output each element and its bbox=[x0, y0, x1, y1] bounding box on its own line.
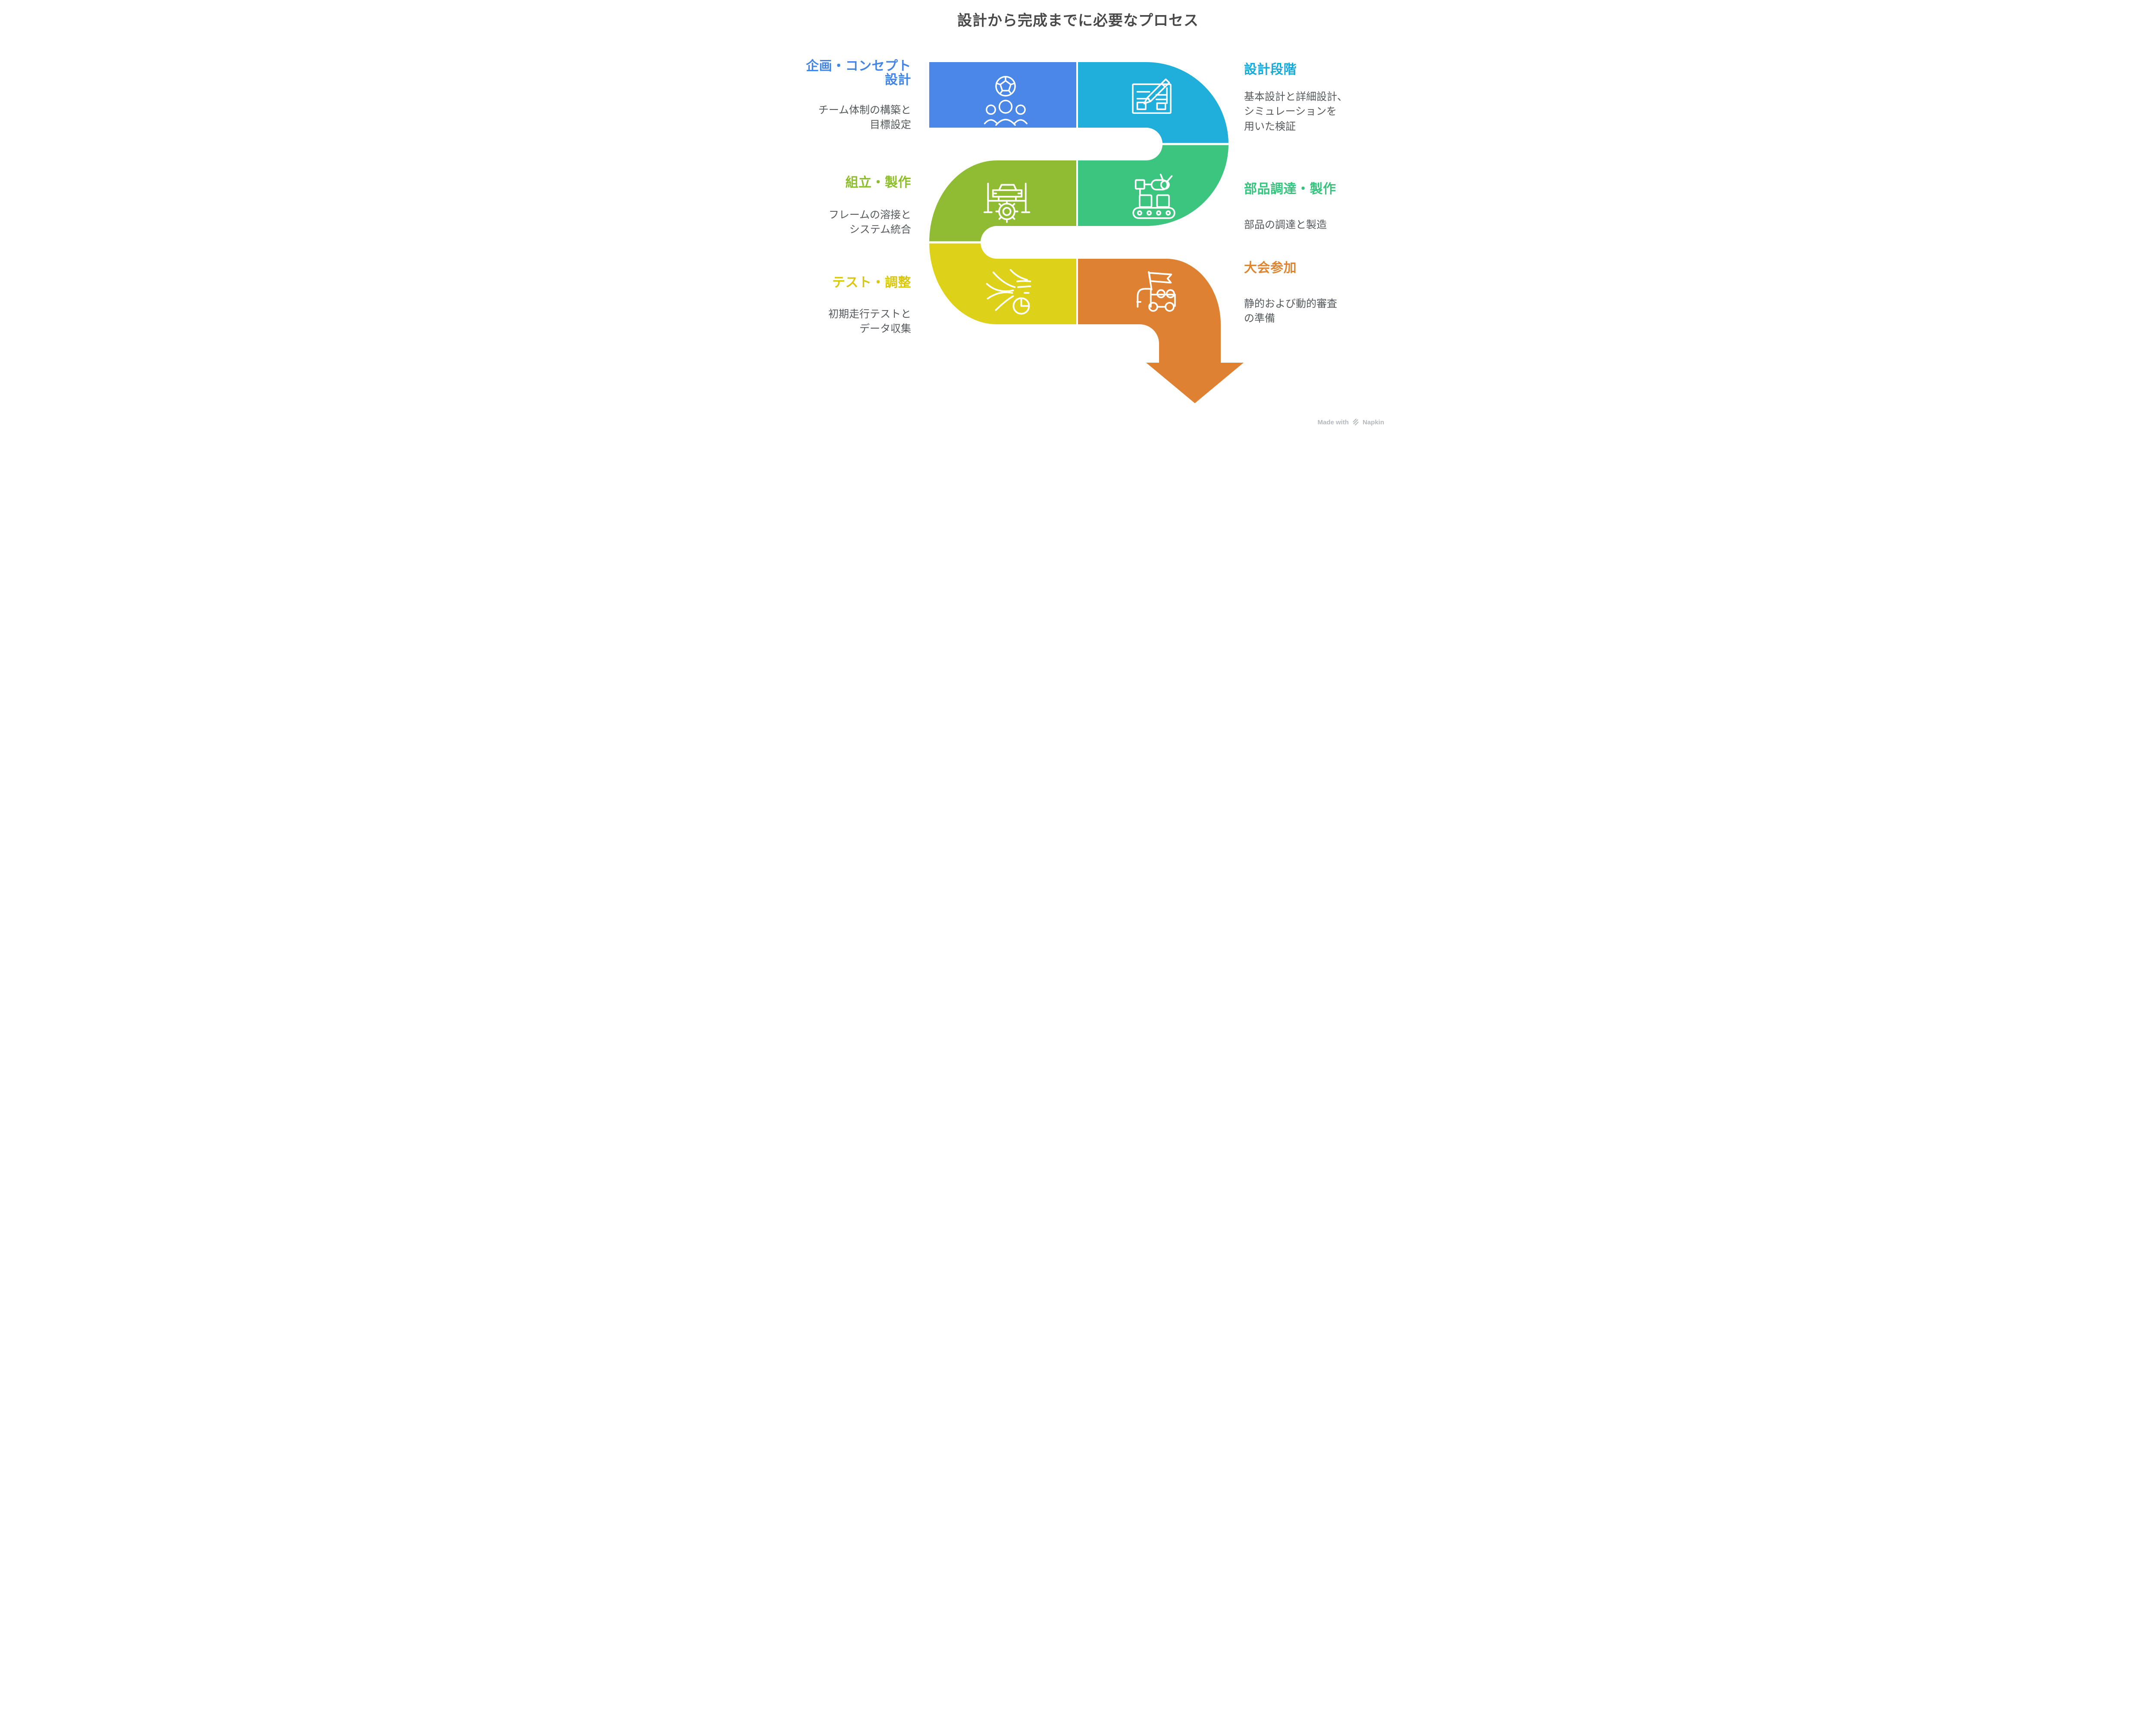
step-description: 初期走行テストと データ収集 bbox=[828, 308, 911, 335]
process-snake-diagram bbox=[927, 62, 1244, 403]
page-title: 設計から完成までに必要なプロセス bbox=[957, 13, 1199, 29]
watermark-brand: Napkin bbox=[1362, 418, 1384, 426]
blueprint-pencil-icon bbox=[1132, 78, 1172, 114]
step-title: 設計段階 bbox=[1244, 63, 1297, 77]
infographic-page: 設計から完成までに必要なプロセス bbox=[755, 0, 1401, 431]
step-description: フレームの溶接と システム統合 bbox=[828, 209, 911, 236]
step-title: 企画・コンセプト 設計 bbox=[806, 59, 911, 88]
truck-flag-icon bbox=[1136, 271, 1176, 312]
step-description: チーム体制の構築と 目標設定 bbox=[818, 104, 911, 131]
step-title: テスト・調整 bbox=[832, 276, 911, 290]
aerodynamics-wind-icon bbox=[986, 269, 1031, 315]
step-title: 部品調達・製作 bbox=[1244, 182, 1336, 196]
step-label-design-phase: 設計段階 基本設計と詳細設計、 シミュレーションを 用いた検証 bbox=[1244, 55, 1386, 142]
step-description: 基本設計と詳細設計、 シミュレーションを 用いた検証 bbox=[1244, 91, 1348, 132]
step-label-testing-tuning: テスト・調整 初期走行テストと データ収集 bbox=[765, 268, 911, 345]
step-title: 組立・製作 bbox=[845, 176, 911, 190]
segment-competition-arrow bbox=[1078, 259, 1244, 403]
soccer-ball-team-icon bbox=[984, 76, 1028, 126]
step-description: 部品の調達と製造 bbox=[1244, 219, 1327, 231]
step-label-parts-procurement: 部品調達・製作 部品の調達と製造 bbox=[1244, 175, 1386, 240]
car-lift-gear-icon bbox=[983, 182, 1031, 223]
step-label-assembly: 組立・製作 フレームの溶接と システム統合 bbox=[765, 168, 911, 245]
napkin-logo-icon bbox=[1353, 418, 1359, 426]
segment-design-phase bbox=[1078, 62, 1228, 144]
segment-parts-procurement bbox=[1078, 144, 1228, 226]
step-description: 静的および動的審査 の準備 bbox=[1244, 298, 1337, 325]
step-title: 大会参加 bbox=[1244, 261, 1297, 275]
watermark: Made with Napkin bbox=[1317, 418, 1384, 426]
step-label-competition: 大会参加 静的および動的審査 の準備 bbox=[1244, 254, 1386, 334]
robot-arm-conveyor-icon bbox=[1132, 173, 1175, 219]
segment-testing-tuning bbox=[929, 242, 1076, 324]
step-label-planning-concept: 企画・コンセプト 設計 チーム体制の構築と 目標設定 bbox=[765, 52, 911, 140]
watermark-text: Made with bbox=[1317, 418, 1349, 426]
